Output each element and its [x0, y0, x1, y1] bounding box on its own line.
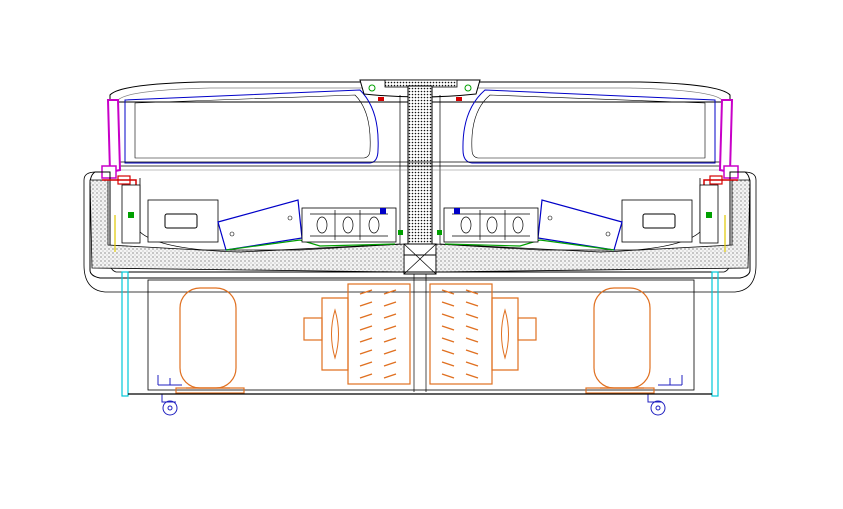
right-cyan-leg: [711, 271, 719, 397]
cap-red-left: [378, 97, 384, 101]
right-bracket-slot: [642, 213, 676, 229]
right-evap-bolt-b: [547, 215, 553, 221]
right-compressor: [585, 287, 655, 394]
cap-red-right: [456, 97, 462, 101]
insulation-layer-right: [435, 179, 751, 273]
cap-green-right: [464, 84, 472, 92]
insulation-layer: [89, 179, 405, 273]
cap-green-left: [368, 84, 376, 92]
inner-liner: [139, 178, 401, 253]
center-green-tab-r: [437, 230, 442, 235]
left-compressor: [175, 287, 245, 394]
axial-fan-icon: [331, 308, 339, 360]
left-glass-inner: [134, 94, 371, 159]
left-evap-bolt-b: [287, 215, 293, 221]
right-green-tab: [706, 212, 712, 218]
cabinet-shell: [83, 171, 757, 293]
left-green-tab: [128, 212, 134, 218]
caster-wheel-icon: [647, 394, 666, 416]
right-hinge-arm: [718, 99, 734, 174]
left-hinge-arm: [106, 99, 122, 174]
right-green-tube: [444, 239, 615, 251]
right-mount-bracket: [658, 375, 683, 386]
right-glass-pane: [462, 89, 716, 164]
left-evap-bolt-a: [229, 231, 235, 237]
inner-liner-right: [439, 178, 701, 253]
right-glass-inner: [471, 94, 706, 159]
right-condenser: [429, 283, 537, 385]
machine-compartment-inner: [147, 279, 695, 391]
left-green-tube: [225, 239, 396, 251]
right-blue-sensor: [454, 208, 460, 214]
left-glass-pane: [124, 89, 379, 164]
center-green-tab-l: [398, 230, 403, 235]
axial-fan-icon: [310, 210, 388, 240]
left-red-block: [117, 175, 131, 185]
lid-outer-curve: [109, 81, 731, 103]
caster-wheel-icon: [161, 394, 178, 416]
left-condenser-fins: [359, 289, 397, 379]
axial-fan-icon: [501, 308, 509, 360]
center-cross-2: [403, 243, 437, 275]
right-red-block: [709, 175, 723, 185]
left-blue-sensor: [380, 208, 386, 214]
center-divider: [407, 85, 433, 245]
machine-compartment-outer: [127, 271, 713, 395]
left-condenser: [303, 283, 411, 385]
axial-fan-icon: [452, 210, 530, 240]
left-mount-bracket: [157, 375, 182, 386]
left-cyan-leg: [121, 271, 129, 397]
right-evaporator-plate: [537, 199, 623, 251]
left-bracket-slot: [164, 213, 198, 229]
left-evaporator-plate: [217, 199, 303, 251]
right-condenser-fins: [441, 289, 479, 379]
right-evap-bolt-a: [605, 231, 611, 237]
